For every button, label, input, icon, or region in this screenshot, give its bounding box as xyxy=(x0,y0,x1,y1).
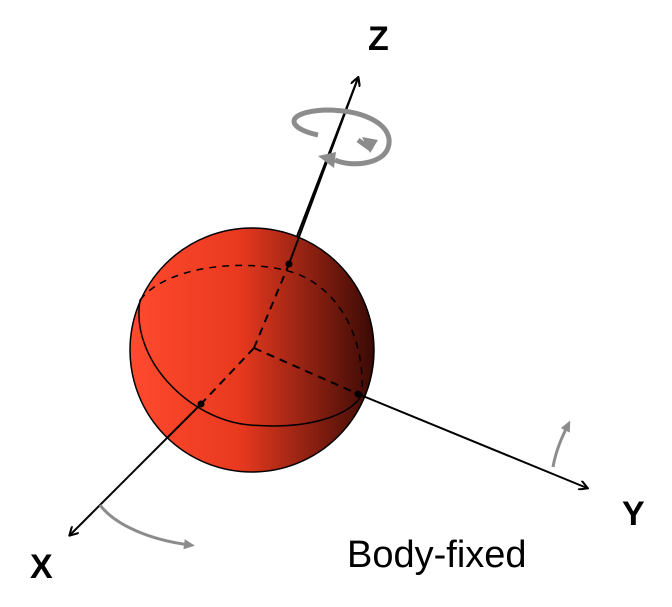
z-axis-internal-dashed xyxy=(253,263,290,349)
z-axis-label: Z xyxy=(368,20,389,58)
z-axis-surface-point xyxy=(285,260,293,268)
y-rotation-arrow-icon xyxy=(551,420,571,468)
y-axis-surface-point xyxy=(354,390,362,398)
y-axis-internal-dashed xyxy=(253,347,359,395)
x-axis-line xyxy=(70,403,202,535)
y-axis-label: Y xyxy=(622,495,645,533)
z-axis-outer-line xyxy=(288,78,358,265)
sphere-equator-front xyxy=(138,299,363,427)
x-axis-label: X xyxy=(30,548,53,586)
z-rotation-arrow-icon xyxy=(291,107,392,168)
x-rotation-arrow-icon xyxy=(98,504,195,550)
y-axis-line xyxy=(357,393,587,488)
frame-caption: Body-fixed xyxy=(347,534,527,576)
x-axis-surface-point xyxy=(197,400,205,408)
sphere-equator-back xyxy=(139,264,364,396)
